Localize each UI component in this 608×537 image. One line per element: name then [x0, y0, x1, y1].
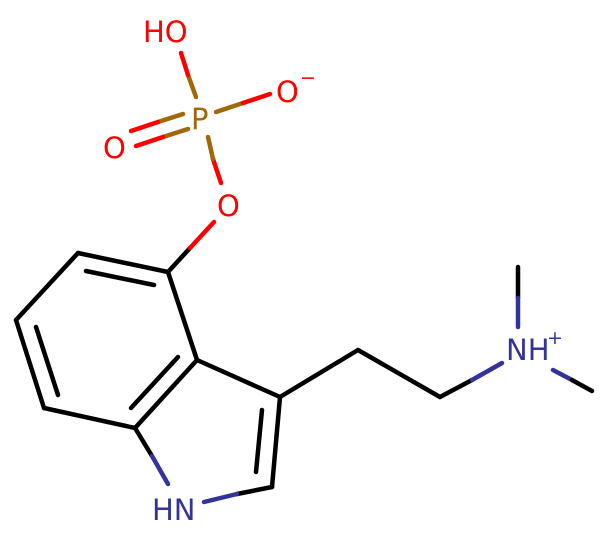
phosphorus-label: P [191, 102, 209, 136]
ester-oxygen-label: O [217, 189, 240, 223]
phosphate-group [128, 50, 273, 275]
pyrrole-ring [132, 357, 283, 505]
ammonium-label: NH [506, 333, 550, 367]
benzene-ring [13, 250, 200, 431]
indole-nh-label: HN [152, 493, 196, 527]
oxide-anion-label: O [276, 75, 299, 109]
hydroxyl-label: HO [143, 15, 188, 49]
double-bond-oxygen-label: O [103, 131, 126, 165]
ethylamine-chain [277, 264, 595, 400]
negative-charge: − [300, 67, 316, 89]
positive-charge: + [547, 327, 563, 349]
